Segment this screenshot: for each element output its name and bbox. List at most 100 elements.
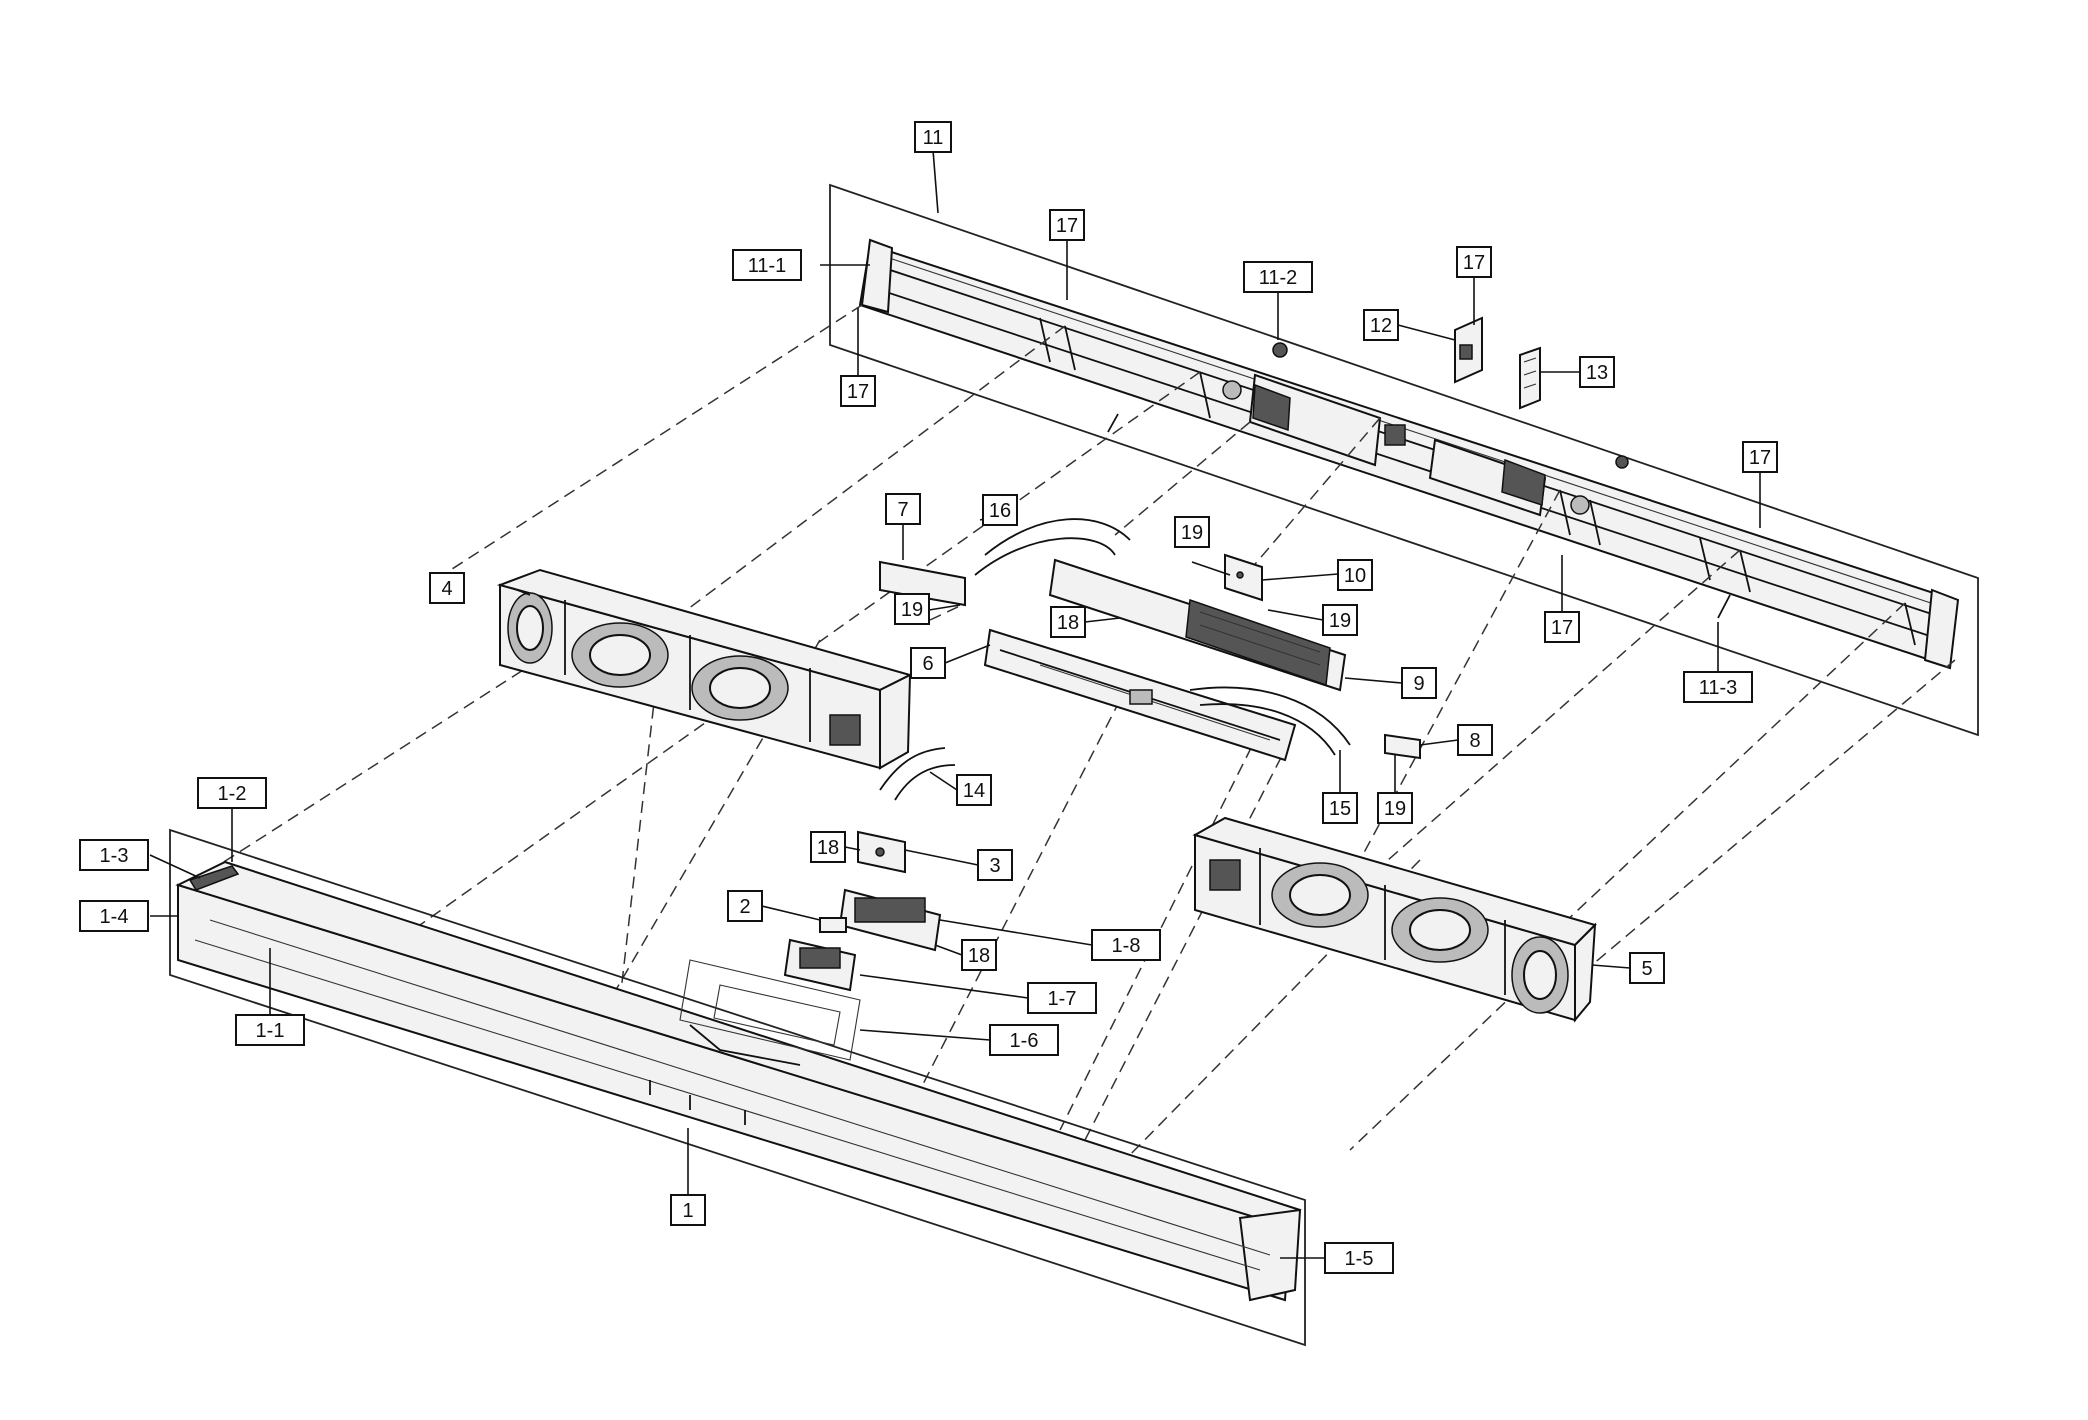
svg-text:9: 9	[1413, 673, 1424, 695]
svg-text:17: 17	[847, 381, 869, 403]
svg-text:7: 7	[897, 499, 908, 521]
callout-1-3: 1-3	[79, 839, 149, 871]
chassis-ribs	[1039, 317, 1916, 646]
callout-1-6: 1-6	[989, 1024, 1059, 1056]
svg-text:19: 19	[1384, 798, 1406, 820]
svg-text:11-1: 11-1	[748, 255, 787, 277]
svg-text:14: 14	[963, 780, 985, 802]
callout-7: 7	[885, 493, 921, 525]
callout-19-b: 19	[894, 593, 930, 625]
cable-16	[984, 518, 1131, 556]
front-grille-plane	[169, 828, 1306, 1347]
svg-text:11-3: 11-3	[1699, 677, 1738, 699]
svg-text:10: 10	[1344, 565, 1366, 587]
rear-chassis-assembly	[829, 183, 1979, 737]
callout-19-a: 19	[1174, 516, 1210, 548]
svg-text:13: 13	[1586, 362, 1608, 384]
left-speaker-4	[496, 568, 913, 770]
svg-text:6: 6	[922, 653, 933, 675]
callout-11-3: 11-3	[1683, 671, 1753, 703]
svg-text:17: 17	[1463, 252, 1485, 274]
svg-text:18: 18	[968, 945, 990, 967]
callout-11: 11	[914, 121, 952, 153]
callout-13: 13	[1579, 356, 1615, 388]
callout-1-5: 1-5	[1324, 1242, 1394, 1274]
svg-text:1-1: 1-1	[256, 1020, 285, 1042]
svg-text:17: 17	[1551, 617, 1573, 639]
svg-text:1-6: 1-6	[1010, 1030, 1039, 1052]
svg-text:17: 17	[1056, 215, 1078, 237]
bracket-12	[1454, 316, 1483, 384]
callout-1: 1	[670, 1194, 706, 1226]
foot-pad-11-3	[1717, 594, 1731, 619]
svg-text:16: 16	[989, 500, 1011, 522]
front-grille-assembly	[169, 828, 1306, 1347]
svg-text:17: 17	[1749, 447, 1771, 469]
callout-17-d: 17	[1742, 441, 1778, 473]
callout-15: 15	[1322, 792, 1358, 824]
board-8	[1384, 733, 1421, 760]
svg-text:1-8: 1-8	[1112, 935, 1141, 957]
callout-11-2: 11-2	[1243, 261, 1313, 293]
callout-17-b: 17	[840, 375, 876, 407]
svg-text:1-2: 1-2	[218, 783, 247, 805]
svg-text:19: 19	[1329, 610, 1351, 632]
plate-13	[1519, 346, 1541, 410]
svg-text:1-7: 1-7	[1048, 988, 1077, 1010]
right-speaker-5	[1192, 816, 1597, 1023]
svg-text:1-5: 1-5	[1345, 1248, 1374, 1270]
svg-text:8: 8	[1469, 730, 1480, 752]
callout-19-d: 19	[1377, 792, 1413, 824]
board-10	[1224, 553, 1263, 602]
callout-10: 10	[1337, 559, 1373, 591]
board-7	[879, 560, 966, 607]
main-board-assembly	[857, 518, 1421, 874]
callout-18-a: 18	[1050, 606, 1086, 638]
callout-9: 9	[1401, 667, 1437, 699]
svg-text:1-4: 1-4	[100, 906, 129, 928]
callout-1-8: 1-8	[1091, 929, 1161, 961]
chassis-right-end	[1923, 588, 1960, 670]
callout-1-7: 1-7	[1027, 982, 1097, 1014]
callout-1-2: 1-2	[197, 777, 267, 809]
svg-text:11: 11	[923, 127, 944, 149]
callout-1-4: 1-4	[79, 900, 149, 932]
callout-3: 3	[977, 849, 1013, 881]
rear-chassis-plane	[829, 183, 1979, 737]
svg-text:18: 18	[1057, 612, 1079, 634]
tray-1-6	[679, 959, 861, 1061]
callout-8: 8	[1457, 724, 1493, 756]
callout-18-b: 18	[810, 831, 846, 863]
callout-4: 4	[429, 572, 465, 604]
callout-16: 16	[982, 494, 1018, 526]
cable-14	[879, 747, 946, 791]
callout-17-a: 17	[1049, 209, 1085, 241]
svg-text:4: 4	[441, 578, 452, 600]
callout-17-e: 17	[1544, 611, 1580, 643]
callout-18-c: 18	[961, 939, 997, 971]
svg-text:12: 12	[1370, 315, 1392, 337]
svg-text:5: 5	[1641, 958, 1652, 980]
chassis-electronics-boxes	[1222, 342, 1629, 517]
leader-lines	[149, 149, 1761, 1259]
rear-chassis-bar	[858, 243, 1957, 667]
cable-15	[1189, 686, 1351, 746]
svg-text:1: 1	[682, 1200, 693, 1222]
callout-11-1: 11-1	[732, 249, 802, 281]
callout-12: 12	[1363, 309, 1399, 341]
svg-text:11-2: 11-2	[1259, 267, 1298, 289]
grille-end-cap-1-3	[188, 865, 240, 891]
svg-text:15: 15	[1329, 798, 1351, 820]
svg-text:3: 3	[989, 855, 1000, 877]
svg-text:1-3: 1-3	[100, 845, 129, 867]
callout-6: 6	[910, 647, 946, 679]
callout-2: 2	[727, 890, 763, 922]
svg-text:19: 19	[901, 599, 923, 621]
callout-19-c: 19	[1322, 604, 1358, 636]
callout-5: 5	[1629, 952, 1665, 984]
callout-17-c: 17	[1456, 246, 1492, 278]
part-2	[819, 917, 847, 933]
svg-text:19: 19	[1181, 522, 1203, 544]
chassis-left-end	[860, 238, 894, 314]
